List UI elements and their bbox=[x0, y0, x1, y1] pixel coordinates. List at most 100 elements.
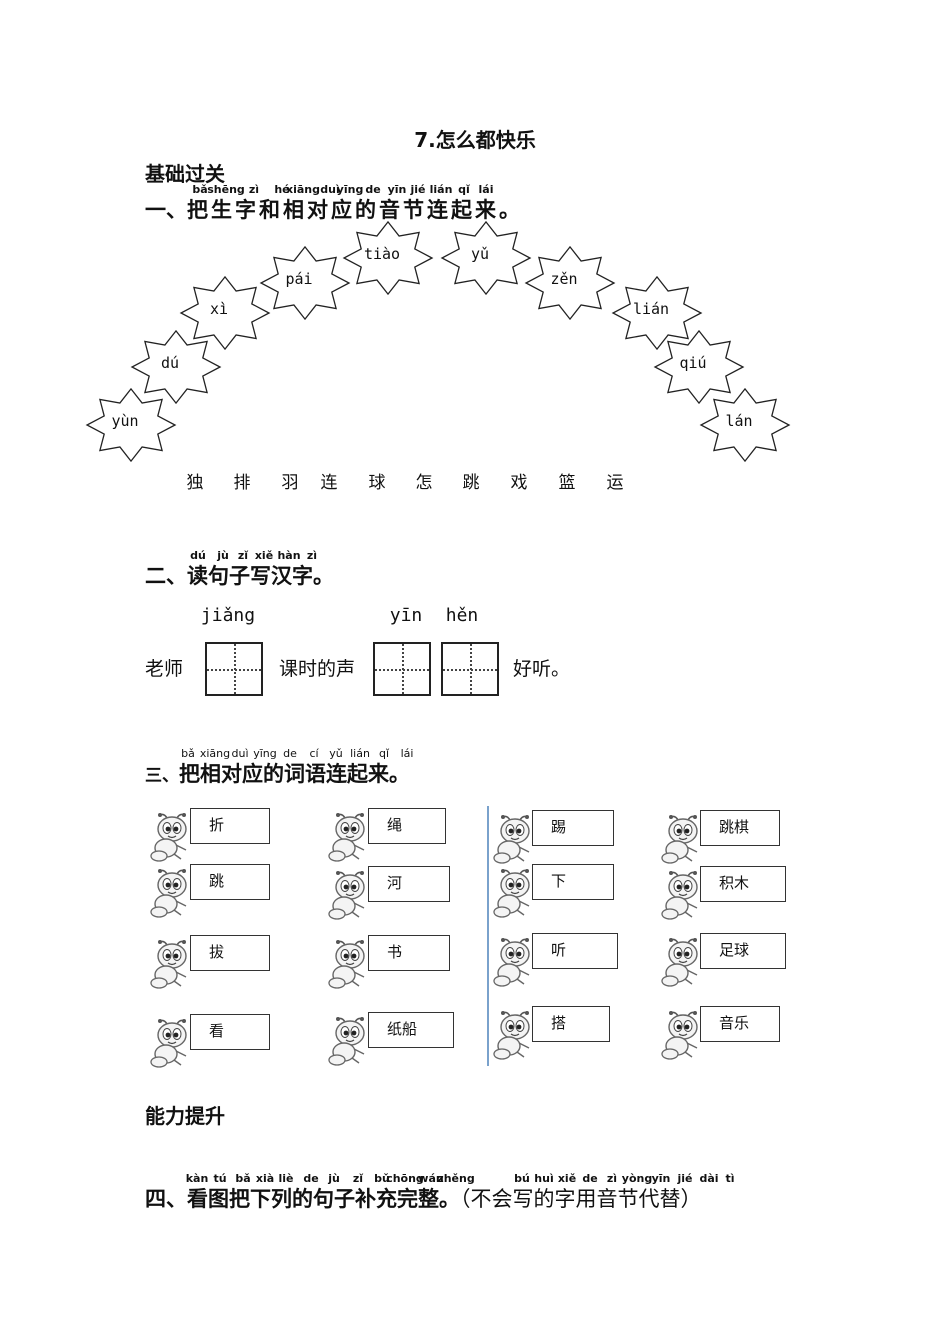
word-box[interactable]: 绳 bbox=[368, 808, 446, 844]
word-box[interactable]: 拔 bbox=[190, 935, 270, 971]
syllable-star[interactable] bbox=[653, 329, 745, 405]
word-box[interactable]: 听 bbox=[532, 933, 618, 969]
character-item[interactable]: 跳 bbox=[462, 473, 480, 493]
pinyin-annotation: de bbox=[283, 747, 297, 760]
character-item[interactable]: 运 bbox=[606, 473, 624, 493]
pinyin-annotation: xiāng bbox=[199, 747, 231, 760]
word-box[interactable]: 书 bbox=[368, 935, 450, 971]
syllable-star[interactable] bbox=[179, 275, 271, 351]
pinyin-annotation: bǎ bbox=[181, 747, 195, 760]
blank-pinyin-jiang: jiǎng bbox=[200, 605, 256, 626]
syllable-star[interactable] bbox=[85, 387, 177, 463]
syllable-label: lián bbox=[632, 300, 670, 318]
word-box[interactable]: 踢 bbox=[532, 810, 614, 846]
word-box[interactable]: 看 bbox=[190, 1014, 270, 1050]
blank-pinyin-hen: hěn bbox=[445, 605, 479, 626]
pinyin-annotation: yīng bbox=[253, 747, 277, 760]
pinyin-annotation: yīn bbox=[387, 183, 407, 196]
writing-grid-3[interactable] bbox=[441, 642, 499, 696]
cartoon-ant-icon bbox=[661, 937, 707, 987]
q4-text: 看图把下列的句子补充完整。 bbox=[187, 1187, 460, 1211]
character-item[interactable]: 球 bbox=[368, 473, 386, 493]
syllable-label: yǔ bbox=[470, 245, 490, 263]
pinyin-annotation: zì bbox=[248, 183, 260, 196]
cartoon-ant-icon bbox=[328, 939, 374, 989]
pinyin-annotation: duì bbox=[320, 183, 340, 196]
cartoon-ant-icon bbox=[328, 1016, 374, 1066]
word-box[interactable]: 跳 bbox=[190, 864, 270, 900]
pinyin-annotation: dú bbox=[190, 549, 206, 562]
syllable-star[interactable] bbox=[611, 275, 703, 351]
q4-note-close: ） bbox=[680, 1187, 702, 1211]
syllable-label: dú bbox=[160, 354, 180, 372]
character-item[interactable]: 羽 bbox=[281, 473, 299, 493]
character-item[interactable]: 怎 bbox=[415, 473, 433, 493]
word-box[interactable]: 下 bbox=[532, 864, 614, 900]
pinyin-annotation: dài bbox=[699, 1172, 719, 1185]
cartoon-ant-icon bbox=[493, 814, 539, 864]
q3-heading: 三、把相对应的词语连起来。 bbox=[145, 758, 410, 788]
syllable-stars bbox=[85, 220, 791, 463]
sentence-part-1: 老师 bbox=[145, 658, 184, 680]
pinyin-annotation: bú bbox=[514, 1172, 530, 1185]
character-item[interactable]: 篮 bbox=[558, 473, 576, 493]
syllable-star[interactable] bbox=[524, 245, 616, 321]
word-box[interactable]: 足球 bbox=[700, 933, 786, 969]
syllable-star[interactable] bbox=[130, 329, 222, 405]
pinyin-annotation: cí bbox=[309, 747, 319, 760]
syllable-star[interactable] bbox=[259, 245, 351, 321]
q2-prefix: 二、 bbox=[145, 564, 187, 588]
writing-grid-2[interactable] bbox=[373, 642, 431, 696]
cartoon-ant-icon bbox=[150, 1018, 196, 1068]
pinyin-annotation: tì bbox=[725, 1172, 735, 1185]
cartoon-ant-icon bbox=[493, 937, 539, 987]
pinyin-annotation: xiāng bbox=[286, 183, 320, 196]
pinyin-annotation: kàn bbox=[185, 1172, 209, 1185]
syllable-star[interactable] bbox=[699, 387, 791, 463]
pinyin-annotation: de bbox=[365, 183, 381, 196]
writing-grid-1[interactable] bbox=[205, 642, 263, 696]
q4-note-open: （ bbox=[460, 1187, 471, 1211]
word-box[interactable]: 折 bbox=[190, 808, 270, 844]
syllable-label: zěn bbox=[550, 270, 578, 288]
syllable-star[interactable] bbox=[342, 220, 434, 296]
character-item[interactable]: 戏 bbox=[510, 473, 528, 493]
pinyin-annotation: lái bbox=[400, 747, 414, 760]
q4-heading: 四、看图把下列的句子补充完整。（不会写的字用音节代替） bbox=[145, 1183, 702, 1213]
pinyin-annotation: zǐ bbox=[352, 1172, 364, 1185]
pinyin-annotation: duì bbox=[231, 747, 249, 760]
pinyin-annotation: xià bbox=[255, 1172, 275, 1185]
q3-prefix: 三、 bbox=[145, 766, 179, 786]
word-box[interactable]: 音乐 bbox=[700, 1006, 780, 1042]
pinyin-annotation: xiě bbox=[254, 549, 274, 562]
sentence-part-2: 课时的声 bbox=[279, 658, 356, 680]
q4-note: 不会写的字用音节代替 bbox=[470, 1187, 681, 1211]
word-box[interactable]: 积木 bbox=[700, 866, 786, 902]
pinyin-annotation: bǎ bbox=[192, 183, 208, 196]
pinyin-annotation: yǔ bbox=[329, 747, 343, 760]
pinyin-annotation: bǔ bbox=[374, 1172, 390, 1185]
pinyin-annotation: huì bbox=[534, 1172, 554, 1185]
character-item[interactable]: 连 bbox=[320, 473, 338, 493]
word-box[interactable]: 跳棋 bbox=[700, 810, 780, 846]
word-box[interactable]: 河 bbox=[368, 866, 450, 902]
column-divider bbox=[487, 806, 489, 1066]
syllable-label: xì bbox=[209, 300, 229, 318]
pinyin-annotation: qǐ bbox=[378, 747, 390, 760]
pinyin-annotation: jù bbox=[217, 549, 229, 562]
pinyin-annotation: hé bbox=[274, 183, 290, 196]
pinyin-annotation: zì bbox=[306, 549, 318, 562]
blank-pinyin-yin: yīn bbox=[389, 605, 423, 626]
sentence-part-3: 好听。 bbox=[513, 658, 571, 680]
section-basic-heading: 基础过关 bbox=[145, 162, 225, 186]
word-box[interactable]: 搭 bbox=[532, 1006, 610, 1042]
pinyin-annotation: lián bbox=[350, 747, 370, 760]
character-item[interactable]: 独 bbox=[186, 473, 204, 493]
character-item[interactable]: 排 bbox=[233, 473, 251, 493]
pinyin-annotation: xiě bbox=[557, 1172, 577, 1185]
pinyin-annotation: de bbox=[303, 1172, 319, 1185]
syllable-star[interactable] bbox=[440, 220, 532, 296]
word-box[interactable]: 纸船 bbox=[368, 1012, 454, 1048]
pinyin-annotation: tú bbox=[213, 1172, 227, 1185]
